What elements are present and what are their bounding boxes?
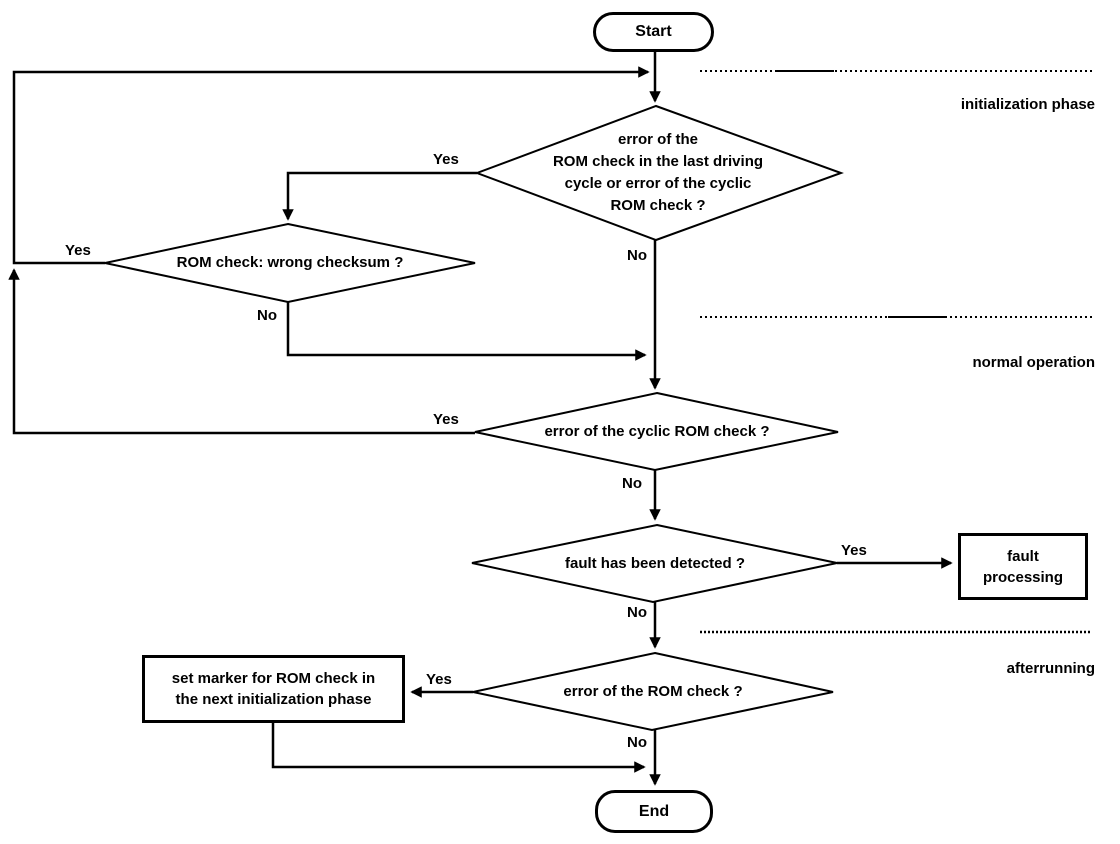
process-set-marker: set marker for ROM check in the next ini… (142, 655, 405, 723)
start-label: Start (635, 23, 672, 40)
edge-label-no-fault: No (627, 604, 647, 621)
decision-wrong-checksum-shape (104, 222, 476, 304)
decision-cyclic-rom-check-label: error of the cyclic ROM check ? (544, 423, 770, 440)
decision-rom-check-label: error of the ROM check ? (563, 683, 743, 700)
start-terminator: Start (593, 12, 714, 52)
edge-marker-to-end (271, 723, 646, 773)
decision-fault-detected-label: fault has been detected ? (564, 555, 746, 572)
phase-label-afterrunning: afterrunning (1006, 660, 1095, 677)
phase-label-initialization: initialization phase (960, 96, 1095, 113)
flow-connectors (8, 52, 953, 786)
edge-label-yes-fault: Yes (841, 542, 867, 559)
edge-checksum-no (286, 302, 647, 361)
decision-wrong-checksum-label: ROM check: wrong checksum ? (176, 254, 404, 271)
process-fault-processing-label: fault processing (982, 547, 1064, 586)
end-terminator: End (595, 790, 713, 833)
edge-label-yes-checksum: Yes (65, 242, 91, 259)
edge-label-no-decision1: No (627, 247, 647, 264)
phase-label-normal-operation: normal operation (972, 354, 1095, 371)
process-set-marker-label: set marker for ROM check in the next ini… (171, 670, 376, 708)
edge-label-yes-decision1: Yes (433, 151, 459, 168)
phase-separators (700, 70, 1095, 634)
decision-shapes (104, 104, 844, 732)
edge-label-no-cyclic: No (622, 475, 642, 492)
edge-label-no-rom: No (627, 734, 647, 751)
edge-label-no-checksum: No (257, 307, 277, 324)
edge-checksum-yes-feedback (12, 66, 650, 265)
decision-rom-check-shape (472, 651, 834, 732)
decision-fault-detected-shape (471, 523, 838, 604)
end-label: End (638, 802, 670, 820)
edge-decision1-yes (282, 171, 477, 221)
edge-label-yes-rom: Yes (426, 671, 452, 688)
decision-cyclic-rom-check-shape (474, 391, 839, 472)
process-fault-processing: fault processing (958, 533, 1088, 600)
decision-init-rom-check-shape (474, 104, 844, 242)
edge-cyclic-yes-feedback (8, 268, 475, 435)
edge-label-yes-cyclic: Yes (433, 411, 459, 428)
decision-init-rom-check-label: error of the ROM check in the last drivi… (552, 131, 764, 214)
